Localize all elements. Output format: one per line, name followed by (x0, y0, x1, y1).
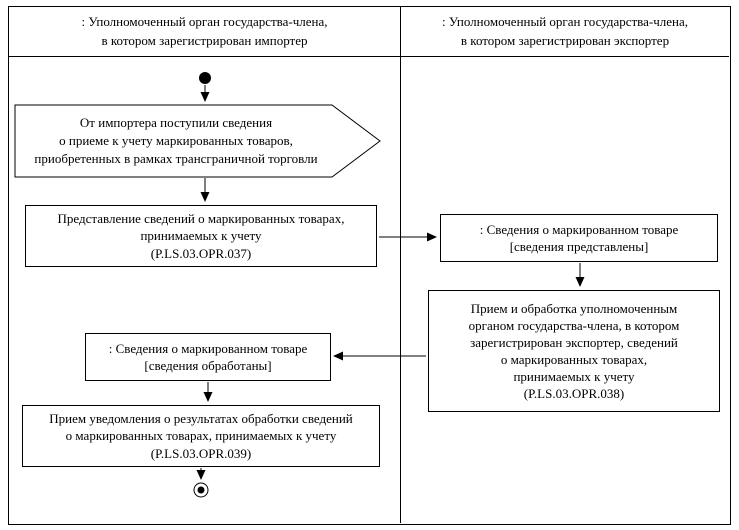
action-opr038: Прием и обработка уполномоченным органом… (428, 290, 720, 412)
action-opr038-line5: принимаемых к учету (513, 369, 635, 385)
action-opr038-line2: органом государства-члена, в котором (468, 317, 680, 333)
lane-header-importer: : Уполномоченный орган государства-члена… (9, 7, 400, 57)
action-opr037-line1: Представление сведений о маркированных т… (57, 211, 345, 227)
action-opr039-line2: о маркированных товарах, принимаемых к у… (65, 428, 337, 444)
object-data-processed-line1: : Сведения о маркированном товаре (108, 340, 308, 356)
lane-divider (400, 6, 401, 523)
action-opr039: Прием уведомления о результатах обработк… (22, 405, 380, 467)
signal-line3: приобретенных в рамках трансграничной то… (34, 151, 318, 167)
signal-line2: о приеме к учету маркированных товаров, (59, 132, 293, 148)
lane-header-importer-line1: : Уполномоченный орган государства-члена… (81, 14, 328, 30)
lane-header-exporter: : Уполномоченный орган государства-члена… (401, 7, 729, 57)
object-data-presented-state: [сведения представлены] (509, 239, 649, 254)
lane-header-importer-line2: в котором зарегистрирован импортер (101, 33, 308, 48)
header-divider (8, 56, 729, 57)
action-opr038-line1: Прием и обработка уполномоченным (470, 300, 678, 316)
action-opr037-line2: принимаемых к учету (140, 228, 262, 244)
action-opr038-code: (P.LS.03.OPR.038) (523, 386, 625, 402)
signal-line1: От импортера поступили сведения (79, 114, 273, 130)
action-opr038-line4: о маркированных товарах, (500, 352, 648, 367)
action-opr038-line3: зарегистрирован экспортер, сведений (470, 334, 678, 350)
signal-receipt-label: От импортера поступили сведения о приеме… (20, 109, 332, 173)
object-data-processed: : Сведения о маркированном товаре [сведе… (85, 333, 331, 381)
diagram-outer-border (8, 6, 731, 525)
action-opr039-line1: Прием уведомления о результатах обработк… (49, 411, 353, 427)
lane-header-exporter-line2: в котором зарегистрирован экспортер (460, 33, 670, 48)
object-data-processed-state: [сведения обработаны] (144, 358, 272, 373)
action-opr037: Представление сведений о маркированных т… (25, 205, 377, 267)
object-data-presented-line1: : Сведения о маркированном товаре (479, 221, 679, 237)
lane-header-exporter-line1: : Уполномоченный орган государства-члена… (441, 14, 689, 30)
action-opr037-code: (P.LS.03.OPR.037) (150, 245, 252, 261)
action-opr039-code: (P.LS.03.OPR.039) (150, 445, 252, 461)
object-data-presented: : Сведения о маркированном товаре [сведе… (440, 214, 718, 262)
